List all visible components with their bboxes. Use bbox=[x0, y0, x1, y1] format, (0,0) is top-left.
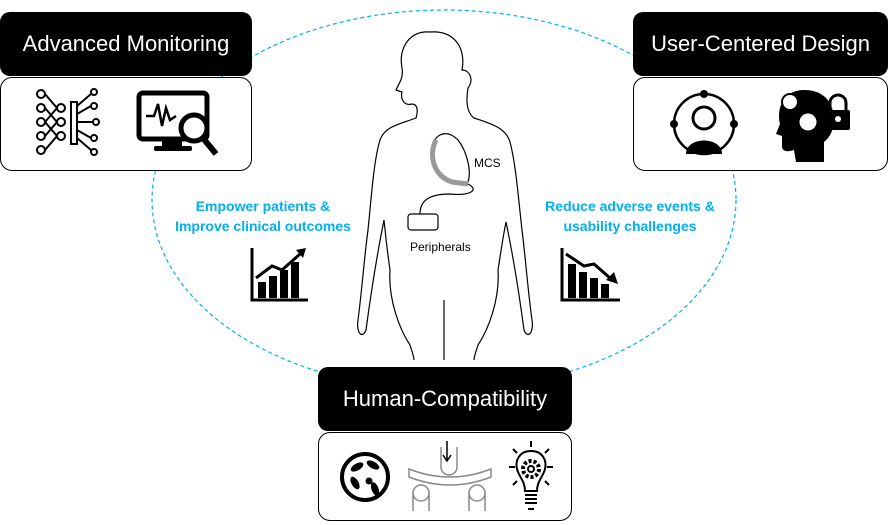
mcs-label: MCS bbox=[474, 156, 501, 170]
chart-up-graphic bbox=[250, 248, 308, 302]
left-goal-line2: Improve clinical outcomes bbox=[175, 218, 351, 234]
compatibility-panel bbox=[318, 432, 572, 521]
heart-device-icon bbox=[407, 133, 474, 231]
chart-down-graphic bbox=[560, 248, 620, 302]
human-body-outline bbox=[357, 31, 533, 361]
dashed-ellipse bbox=[151, 9, 737, 391]
right-goal-line1: Reduce adverse events & bbox=[545, 198, 715, 214]
user-centered-header: User-Centered Design bbox=[633, 12, 888, 76]
monitoring-header: Advanced Monitoring bbox=[0, 12, 252, 76]
bacteria-icon bbox=[340, 452, 390, 502]
user-centered-panel bbox=[633, 77, 888, 171]
lightbulb-gear-icon bbox=[509, 441, 553, 510]
compatibility-header: Human-Compatibility bbox=[318, 367, 572, 431]
peripherals-label: Peripherals bbox=[410, 240, 471, 254]
bending-test-icon bbox=[408, 441, 492, 511]
user-centered-title: User-Centered Design bbox=[651, 31, 870, 56]
head-gear-lock-icon bbox=[776, 90, 850, 162]
neural-network-icon bbox=[36, 88, 100, 156]
right-goal-text: Reduce adverse events & usability challe… bbox=[525, 196, 735, 236]
monitoring-title: Advanced Monitoring bbox=[22, 31, 230, 56]
right-goal-line2: usability challenges bbox=[563, 218, 697, 234]
left-goal-text: Empower patients & Improve clinical outc… bbox=[158, 196, 368, 236]
left-goal-line1: Empower patients & bbox=[195, 198, 331, 214]
monitor-search-icon bbox=[136, 90, 219, 156]
user-circle-icon bbox=[670, 90, 738, 156]
monitoring-panel bbox=[0, 77, 252, 171]
compatibility-title: Human-Compatibility bbox=[342, 386, 548, 411]
